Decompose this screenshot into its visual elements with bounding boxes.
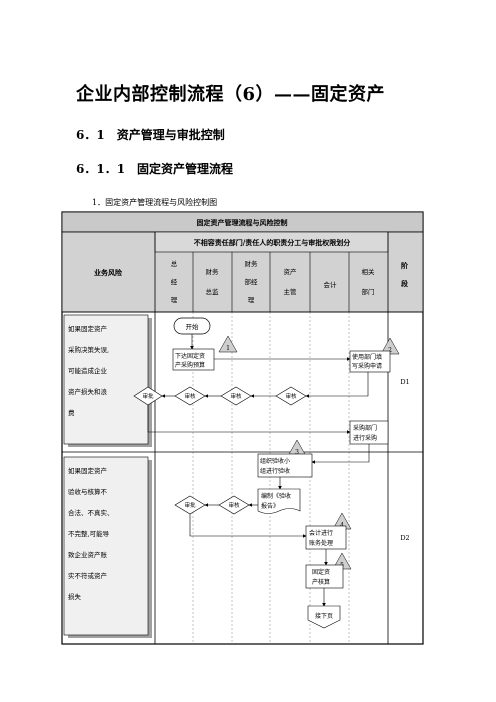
- approve-label: 审批: [142, 392, 154, 400]
- svg-text:相关: 相关: [362, 267, 376, 276]
- step-number: 4: [340, 522, 344, 529]
- review-diamond: [218, 495, 250, 515]
- request-label: 使用部门填: [352, 353, 382, 361]
- acceptance-label: 组进行验收: [260, 467, 290, 475]
- sub-header-text: 不相容责任部门/责任人的职责分工与审批权限划分: [194, 238, 351, 247]
- accounting-label: 账务处理: [309, 539, 333, 547]
- svg-text:实不符或资产: 实不符或资产: [68, 571, 108, 580]
- svg-text:损失: 损失: [68, 592, 82, 601]
- report-label: 编制《验收: [261, 492, 291, 500]
- review-label: 审核: [285, 392, 297, 400]
- risk-column-header: 业务风险: [94, 268, 123, 277]
- accounting-label: 会计进行: [309, 529, 333, 537]
- svg-text:不完整,可能导: 不完整,可能导: [68, 529, 110, 538]
- purchase-label: 进行采购: [353, 434, 377, 442]
- review-diamond: [174, 386, 206, 406]
- review-label: 审核: [230, 392, 242, 400]
- purchase-label: 采购部门: [353, 424, 377, 432]
- step-number: 1: [226, 345, 230, 352]
- svg-text:资产损失和浪: 资产损失和浪: [68, 387, 108, 396]
- stage-label-d2: D2: [400, 534, 409, 542]
- acceptance-label: 组织验收小: [260, 457, 290, 465]
- start-label: 开始: [186, 322, 200, 331]
- step-marker: [218, 335, 238, 353]
- budget-label: 产采购预算: [175, 361, 205, 369]
- svg-text:理: 理: [171, 296, 178, 304]
- report-label: 报告》: [261, 502, 279, 510]
- svg-text:理: 理: [248, 296, 255, 304]
- request-label: 写采购申请: [352, 362, 382, 370]
- request-box: [349, 350, 391, 373]
- review-diamond: [275, 386, 307, 406]
- svg-text:如果固定资产: 如果固定资产: [68, 466, 108, 475]
- svg-text:部门: 部门: [362, 287, 375, 296]
- stage-column-header: 阶: [401, 261, 409, 270]
- svg-text:致企业资产账: 致企业资产账: [68, 550, 108, 559]
- stage-column-header: 段: [401, 279, 408, 288]
- svg-text:费: 费: [68, 408, 75, 417]
- risk-text-d1: 如果固定资产 采购决策失误, 可能造成企业 资产损失和浪 费: [68, 324, 109, 417]
- subsection-heading: 6．1．1 固定资产管理流程: [76, 162, 234, 176]
- step-number: 2: [388, 347, 392, 354]
- asset-check-label: 固定资: [312, 568, 330, 576]
- svg-text:部经: 部经: [245, 277, 259, 286]
- svg-text:总监: 总监: [206, 287, 220, 296]
- step-number: 3: [295, 449, 299, 456]
- svg-text:验收与核算不: 验收与核算不: [68, 487, 108, 496]
- page-title: 企业内部控制流程（6）——固定资产: [76, 84, 386, 105]
- approve-label: 审批: [184, 501, 196, 509]
- risk-box-d1: [63, 314, 149, 445]
- svg-text:总: 总: [171, 259, 178, 268]
- section-heading: 6．1 资产管理与审批控制: [76, 128, 225, 142]
- review-label: 审核: [184, 392, 196, 400]
- figure-caption: 1．固定资产管理流程与风险控制图: [92, 198, 218, 207]
- report-document: [257, 488, 301, 514]
- budget-box: [172, 348, 215, 371]
- svg-text:资产: 资产: [284, 267, 298, 276]
- budget-label: 下达固定资: [175, 352, 205, 360]
- next-page-label: 接下页: [315, 612, 333, 620]
- svg-text:采购决策失误,: 采购决策失误,: [68, 345, 109, 354]
- svg-text:合法、不真实、: 合法、不真实、: [68, 508, 114, 517]
- next-page-connector: [307, 605, 341, 629]
- risk-box-d2: [63, 456, 149, 636]
- svg-text:会计: 会计: [324, 280, 338, 289]
- risk-text-d2: 如果固定资产 验收与核算不 合法、不真实、 不完整,可能导 致企业资产账 实不符…: [68, 466, 114, 601]
- table-header-title: 固定资产管理流程与风险控制: [197, 218, 288, 227]
- stage-label-d1: D1: [400, 378, 409, 386]
- asset-check-label: 产核算: [312, 578, 330, 586]
- svg-text:财务: 财务: [245, 259, 259, 268]
- svg-text:财务: 财务: [206, 267, 220, 276]
- review-diamond: [220, 386, 252, 406]
- svg-text:可能造成企业: 可能造成企业: [68, 366, 108, 375]
- acceptance-box: [257, 453, 313, 478]
- asset-check-box: [305, 564, 344, 589]
- svg-text:经: 经: [171, 277, 178, 286]
- svg-text:如果固定资产: 如果固定资产: [68, 324, 108, 333]
- review-label: 审核: [228, 501, 240, 509]
- svg-text:主管: 主管: [284, 287, 298, 296]
